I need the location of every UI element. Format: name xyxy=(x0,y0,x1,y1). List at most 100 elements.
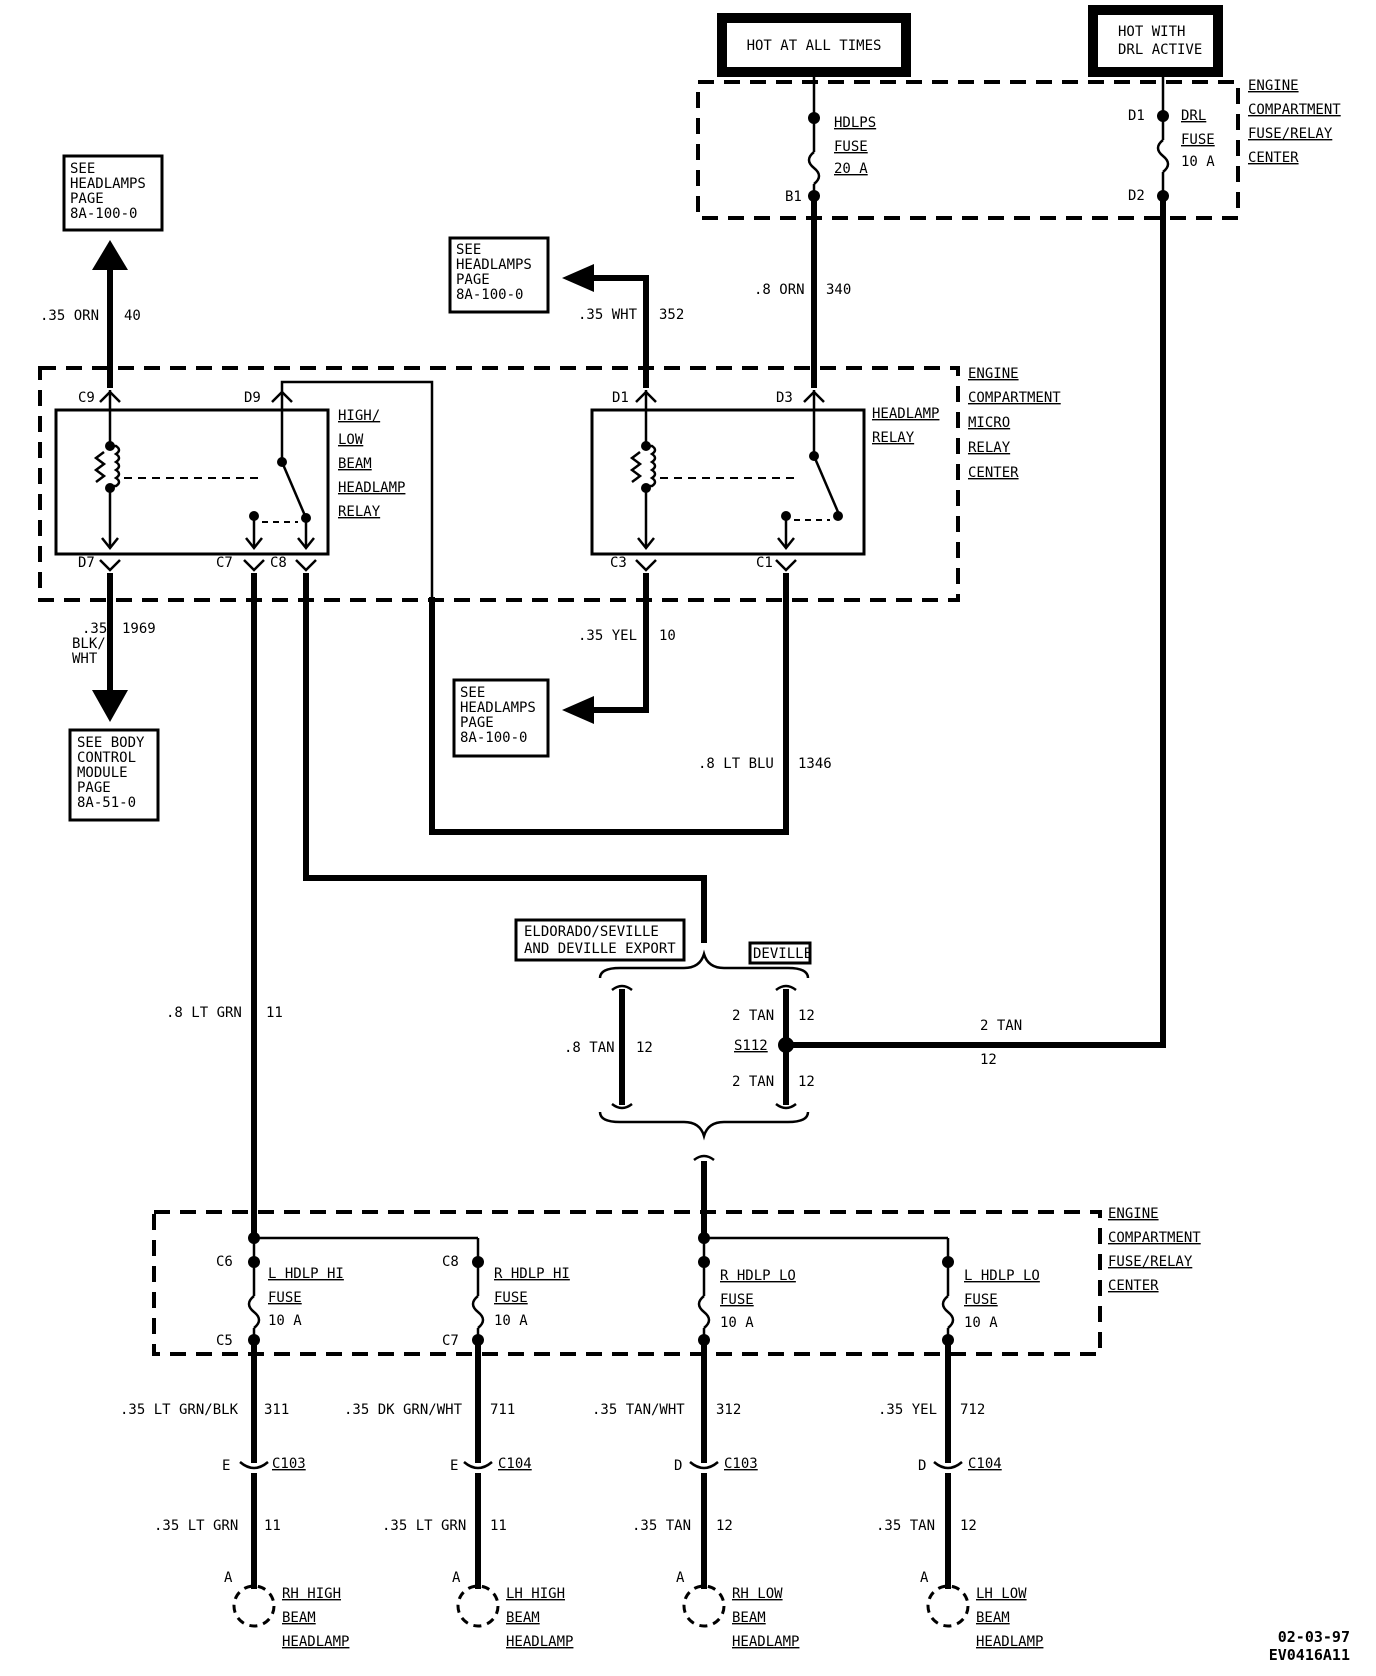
hdlps-fuse-out-pin: B1 xyxy=(785,189,802,205)
svg-text:HIGH/: HIGH/ xyxy=(338,408,380,424)
svg-text:HEADLAMP: HEADLAMP xyxy=(282,1634,349,1650)
footer-date: 02-03-97 xyxy=(1278,1628,1350,1646)
svg-text:L HDLP LO: L HDLP LO xyxy=(964,1268,1040,1284)
see-headlamps-ref-mid-bottom: SEE HEADLAMPS PAGE 8A-100-0 xyxy=(452,678,550,758)
pin-c1: C1 xyxy=(756,555,773,571)
svg-text:10 A: 10 A xyxy=(494,1313,528,1329)
svg-text:2 TAN: 2 TAN xyxy=(980,1018,1022,1034)
svg-text:1969: 1969 xyxy=(122,621,156,637)
drl-fuse-out-pin: D2 xyxy=(1128,188,1145,204)
svg-text:RELAY: RELAY xyxy=(968,440,1011,456)
svg-text:WHT: WHT xyxy=(72,651,98,667)
svg-text:40: 40 xyxy=(124,308,141,324)
svg-text:C5: C5 xyxy=(216,1333,233,1349)
svg-text:FUSE: FUSE xyxy=(494,1290,528,1306)
svg-text:11: 11 xyxy=(490,1518,507,1534)
svg-text:FUSE: FUSE xyxy=(964,1292,998,1308)
splice-s112-label: S112 xyxy=(734,1038,768,1054)
svg-text:LH LOW: LH LOW xyxy=(976,1586,1027,1602)
bottom-fuse-relay-center-label: ENGINE COMPARTMENT FUSE/RELAY CENTER xyxy=(1108,1206,1201,1294)
svg-text:D: D xyxy=(674,1458,682,1474)
svg-text:FUSE/RELAY: FUSE/RELAY xyxy=(1248,126,1333,142)
svg-text:C103: C103 xyxy=(724,1456,758,1472)
svg-text:RH LOW: RH LOW xyxy=(732,1586,783,1602)
branch-rh-low: .35 TAN/WHT 312 D C103 .35 TAN 12 A RH L… xyxy=(592,1337,799,1650)
svg-text:712: 712 xyxy=(960,1402,985,1418)
svg-text:8A-100-0: 8A-100-0 xyxy=(456,287,523,303)
svg-text:11: 11 xyxy=(266,1005,283,1021)
wire-c8-to-variants xyxy=(303,573,707,943)
svg-text:DRL ACTIVE: DRL ACTIVE xyxy=(1118,42,1202,58)
svg-text:.8 LT BLU: .8 LT BLU xyxy=(698,756,774,772)
svg-text:C6: C6 xyxy=(216,1254,233,1270)
svg-text:FUSE: FUSE xyxy=(834,139,868,155)
pin-c7: C7 xyxy=(216,555,233,571)
svg-text:FUSE: FUSE xyxy=(268,1290,302,1306)
see-headlamps-ref-left: SEE HEADLAMPS PAGE 8A-100-0 xyxy=(62,154,164,232)
svg-text:SEE: SEE xyxy=(460,685,485,701)
svg-text:312: 312 xyxy=(716,1402,741,1418)
svg-text:D: D xyxy=(918,1458,926,1474)
hilo-beam-relay: C9 D9 D7 C7 C8 HIGH/ LOW BEAM HEADLAMP R… xyxy=(54,390,405,572)
svg-text:CONTROL: CONTROL xyxy=(77,750,136,766)
svg-text:C104: C104 xyxy=(498,1456,532,1472)
pin-d3: D3 xyxy=(776,390,793,406)
svg-text:.8 LT GRN: .8 LT GRN xyxy=(166,1005,242,1021)
footer-code: EV0416A11 xyxy=(1269,1646,1350,1664)
svg-text:12: 12 xyxy=(798,1074,815,1090)
svg-text:12: 12 xyxy=(980,1052,997,1068)
wire-orn-40: .35 ORN 40 xyxy=(40,240,141,388)
svg-text:RH HIGH: RH HIGH xyxy=(282,1586,341,1602)
wire-yel-10: .35 YEL 10 xyxy=(562,573,676,724)
svg-text:RELAY: RELAY xyxy=(872,430,915,446)
svg-text:.35 LT GRN/BLK: .35 LT GRN/BLK xyxy=(120,1402,239,1418)
svg-text:ENGINE: ENGINE xyxy=(1108,1206,1159,1222)
variant-export-wire: .8 TAN 12 xyxy=(564,984,653,1110)
pin-c3: C3 xyxy=(610,555,627,571)
pin-d7: D7 xyxy=(78,555,95,571)
svg-text:10: 10 xyxy=(659,628,676,644)
svg-text:ENGINE: ENGINE xyxy=(968,366,1019,382)
svg-text:HEADLAMP: HEADLAMP xyxy=(976,1634,1043,1650)
headlamp-relay: D1 D3 C3 C1 HEADLAMP RELAY xyxy=(590,390,939,572)
svg-text:CENTER: CENTER xyxy=(1108,1278,1159,1294)
svg-text:.35 TAN/WHT: .35 TAN/WHT xyxy=(592,1402,685,1418)
svg-text:C104: C104 xyxy=(968,1456,1002,1472)
svg-text:340: 340 xyxy=(826,282,851,298)
svg-text:20 A: 20 A xyxy=(834,161,868,177)
svg-text:C103: C103 xyxy=(272,1456,306,1472)
variant-top-brace xyxy=(598,949,810,979)
top-fuse-relay-center-label: ENGINE COMPARTMENT FUSE/RELAY CENTER xyxy=(1248,78,1341,166)
svg-text:LOW: LOW xyxy=(338,432,364,448)
svg-text:PAGE: PAGE xyxy=(70,191,104,207)
svg-text:E: E xyxy=(222,1458,230,1474)
branch-lh-low: .35 YEL 712 D C104 .35 TAN 12 A LH LOW B… xyxy=(876,1337,1043,1650)
variant-export-label: ELDORADO/SEVILLE AND DEVILLE EXPORT xyxy=(514,918,686,962)
pin-d1: D1 xyxy=(612,390,629,406)
variant-deville-label: DEVILLE xyxy=(748,941,812,965)
svg-text:AND DEVILLE EXPORT: AND DEVILLE EXPORT xyxy=(524,941,676,957)
svg-text:10 A: 10 A xyxy=(964,1315,998,1331)
svg-text:PAGE: PAGE xyxy=(456,272,490,288)
svg-text:.35 DK GRN/WHT: .35 DK GRN/WHT xyxy=(344,1402,463,1418)
svg-text:HEADLAMP: HEADLAMP xyxy=(338,480,405,496)
wire-wht-352: .35 WHT 352 xyxy=(562,264,684,388)
svg-text:COMPARTMENT: COMPARTMENT xyxy=(1108,1230,1201,1246)
svg-text:RELAY: RELAY xyxy=(338,504,381,520)
top-fuse-relay-center-outline xyxy=(696,80,1240,220)
svg-text:.8 ORN: .8 ORN xyxy=(754,282,805,298)
svg-text:HOT WITH: HOT WITH xyxy=(1118,24,1185,40)
svg-text:12: 12 xyxy=(960,1518,977,1534)
svg-text:BEAM: BEAM xyxy=(506,1610,540,1626)
svg-text:1346: 1346 xyxy=(798,756,832,772)
svg-text:HEADLAMP: HEADLAMP xyxy=(872,406,939,422)
svg-text:A: A xyxy=(920,1570,929,1586)
pin-c8: C8 xyxy=(270,555,287,571)
svg-text:R HDLP LO: R HDLP LO xyxy=(720,1268,796,1284)
svg-text:COMPARTMENT: COMPARTMENT xyxy=(1248,102,1341,118)
svg-text:HEADLAMP: HEADLAMP xyxy=(732,1634,799,1650)
svg-text:FUSE/RELAY: FUSE/RELAY xyxy=(1108,1254,1193,1270)
svg-text:SEE: SEE xyxy=(456,242,481,258)
svg-text:MODULE: MODULE xyxy=(77,765,128,781)
svg-text:2 TAN: 2 TAN xyxy=(732,1008,774,1024)
